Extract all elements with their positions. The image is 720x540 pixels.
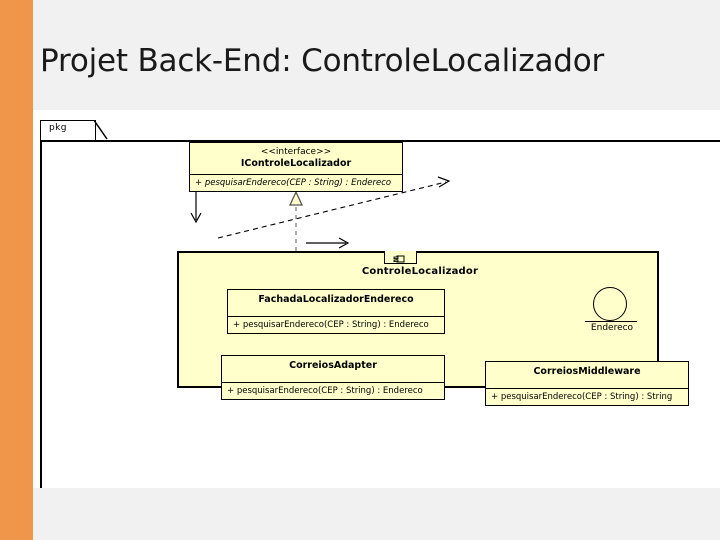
uml-class-correiosadapter[interactable]: CorreiosAdapter + pesquisarEndereco(CEP … (221, 355, 445, 400)
uml-class-fachadalocalizadorendereco[interactable]: FachadaLocalizadorEndereco + pesquisarEn… (227, 289, 445, 334)
page-title: Projet Back-End: ControleLocalizador (40, 43, 605, 79)
uml-class-correiosmiddleware[interactable]: CorreiosMiddleware + pesquisarEndereco(C… (485, 361, 689, 406)
uml-container-controlelocalizador[interactable]: ControleLocalizador FachadaLocalizadorEn… (177, 250, 689, 406)
class-header: <<interface>> IControleLocalizador (190, 143, 402, 174)
ball-interface-stem (585, 321, 637, 322)
uml-ball-interface-endereco[interactable]: Endereco (569, 287, 655, 343)
uml-class-icontrolelocalizador[interactable]: <<interface>> IControleLocalizador + pes… (189, 142, 403, 193)
compartment-divider (222, 381, 444, 383)
compartment-divider (228, 315, 444, 317)
package-tab-corner-icon (94, 120, 108, 141)
class-name: IControleLocalizador (240, 158, 352, 170)
class-header: FachadaLocalizadorEndereco (258, 294, 414, 305)
ball-interface-label: Endereco (590, 323, 634, 333)
package-tab (40, 120, 96, 140)
header-band (33, 0, 720, 110)
ball-interface-circle-icon (593, 287, 627, 321)
uml-package-frame: pkg <<interface>> IControleLocalizador (40, 120, 720, 488)
class-operation: + pesquisarEndereco(CEP : String) : Ende… (227, 385, 423, 396)
class-stereotype: <<interface>> (260, 147, 332, 157)
class-header: CorreiosMiddleware (533, 366, 641, 377)
class-operation: + pesquisarEndereco(CEP : String) : Stri… (491, 391, 673, 402)
class-operation: + pesquisarEndereco(CEP : String) : Ende… (233, 319, 429, 330)
footer-band (33, 488, 720, 540)
package-body (40, 139, 720, 488)
class-operation: + pesquisarEndereco(CEP : String) : Ende… (195, 178, 392, 189)
accent-stripe (0, 0, 33, 540)
component-icon (393, 255, 405, 263)
class-header: CorreiosAdapter (289, 360, 377, 371)
compartment-divider (190, 174, 402, 176)
container-name: ControleLocalizador (361, 266, 479, 277)
package-label: pkg (49, 123, 67, 133)
compartment-divider (486, 387, 688, 389)
